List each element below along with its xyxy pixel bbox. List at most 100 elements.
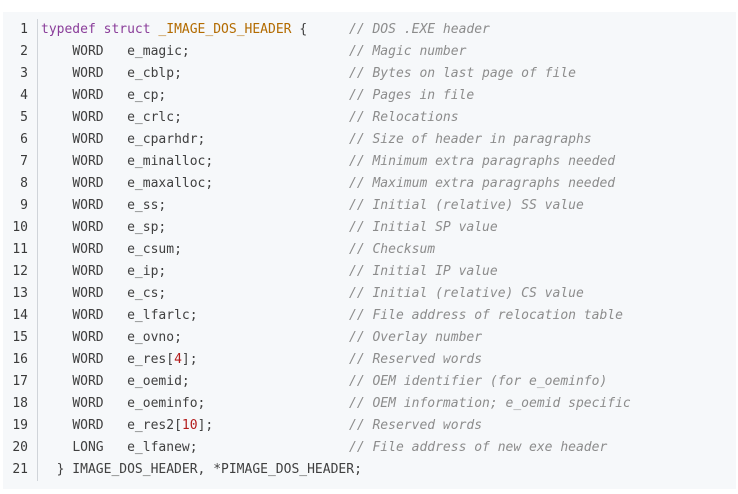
code-line: WORD e_minalloc;// Minimum extra paragra… — [41, 151, 736, 173]
field-type: WORD — [72, 418, 104, 433]
line-number: 10 — [12, 220, 28, 235]
line-number: 14 — [12, 308, 28, 323]
code-comment: // Minimum extra paragraphs needed — [349, 154, 616, 169]
field-type: WORD — [72, 220, 104, 235]
field-type: WORD — [72, 242, 104, 257]
code-comment: // Checksum — [349, 242, 436, 257]
indent — [41, 88, 72, 103]
line-number: 16 — [12, 352, 28, 367]
indent — [41, 352, 72, 367]
indent — [41, 418, 72, 433]
field-name: e_crlc; — [127, 110, 182, 125]
line-number: 20 — [12, 440, 28, 455]
indent — [41, 440, 72, 455]
indent — [41, 286, 72, 301]
struct-close: } IMAGE_DOS_HEADER, *PIMAGE_DOS_HEADER; — [56, 462, 362, 477]
field-type: WORD — [72, 352, 104, 367]
line-number: 4 — [20, 88, 28, 103]
field-name: e_res — [127, 352, 167, 367]
array-suffix: ]; — [197, 418, 214, 433]
field-name: e_minalloc; — [127, 154, 214, 169]
field-name: e_ovno; — [127, 330, 182, 345]
indent — [41, 154, 72, 169]
code-line: WORD e_maxalloc;// Maximum extra paragra… — [41, 173, 736, 195]
code-comment: // Relocations — [349, 110, 459, 125]
code-comment: // Initial IP value — [349, 264, 498, 279]
code-line: WORD e_cblp; // Bytes on last page of fil… — [41, 63, 736, 85]
code-line: WORD e_magic; // Magic number — [41, 41, 736, 63]
code-comment: // Maximum extra paragraphs needed — [349, 176, 616, 191]
code-comment: // Overlay number — [349, 330, 483, 345]
line-number: 15 — [12, 330, 28, 345]
field-type: LONG — [72, 440, 104, 455]
code-comment: // Initial (relative) CS value — [349, 286, 584, 301]
code-line-header: typedef struct _IMAGE_DOS_HEADER {// DOS… — [41, 19, 736, 41]
code-comment: // File address of relocation table — [349, 308, 623, 323]
code-comment: // Reserved words — [349, 352, 483, 367]
field-name: e_ss; — [127, 198, 167, 213]
array-size: 10 — [181, 418, 198, 433]
code-comment: // OEM information; e_oemid specific — [349, 396, 631, 411]
line-number: 12 — [12, 264, 28, 279]
field-type: WORD — [72, 198, 104, 213]
field-type: WORD — [72, 44, 104, 59]
field-name: e_oemid; — [127, 374, 190, 389]
code-line: WORD e_ip;// Initial IP value — [41, 261, 736, 283]
line-number: 1 — [20, 22, 28, 37]
field-name: e_sp; — [127, 220, 167, 235]
field-type: WORD — [72, 88, 104, 103]
field-type: WORD — [72, 330, 104, 345]
code-line: WORD e_csum; // Checksum — [41, 239, 736, 261]
field-type: WORD — [72, 286, 104, 301]
indent — [41, 44, 72, 59]
indent — [41, 132, 72, 147]
field-name: e_res2 — [127, 418, 175, 433]
field-type: WORD — [72, 176, 104, 191]
field-name: e_cp; — [127, 88, 167, 103]
line-number: 5 — [20, 110, 28, 125]
field-name: e_cblp; — [127, 66, 182, 81]
field-name: e_magic; — [127, 44, 190, 59]
line-number: 11 — [12, 242, 28, 257]
struct-name: _IMAGE_DOS_HEADER — [158, 22, 292, 37]
field-type: WORD — [72, 132, 104, 147]
indent — [41, 176, 72, 191]
field-name: e_csum; — [127, 242, 182, 257]
field-name: e_oeminfo; — [127, 396, 206, 411]
keyword-typedef: typedef — [41, 22, 96, 37]
code-line: LONG e_lfanew;// File address of new exe… — [41, 437, 736, 459]
field-type: WORD — [72, 374, 104, 389]
code-comment: // Pages in file — [349, 88, 475, 103]
field-name: e_ip; — [127, 264, 167, 279]
indent — [41, 220, 72, 235]
code-line: WORD e_res2[10];// Reserved words — [41, 415, 736, 437]
indent — [41, 396, 72, 411]
line-number: 17 — [12, 374, 28, 389]
keyword-struct: struct — [103, 22, 151, 37]
code-line: WORD e_lfarlc;// File address of relocat… — [41, 305, 736, 327]
code-comment: // Initial (relative) SS value — [349, 198, 584, 213]
code-comment: // Magic number — [349, 44, 467, 59]
code-comment: // Bytes on last page of file — [349, 66, 576, 81]
line-number: 19 — [12, 418, 28, 433]
indent — [41, 308, 72, 323]
code-comment: // OEM identifier (for e_oeminfo) — [349, 374, 608, 389]
indent — [41, 66, 72, 81]
line-number: 6 — [20, 132, 28, 147]
field-type: WORD — [72, 66, 104, 81]
code-comment: // Reserved words — [349, 418, 483, 433]
indent — [41, 198, 72, 213]
array-size: 4 — [174, 352, 182, 367]
indent — [41, 330, 72, 345]
line-number: 7 — [20, 154, 28, 169]
indent — [41, 264, 72, 279]
code-line: WORD e_ss; // Initial (relative) SS value — [41, 195, 736, 217]
field-name: e_lfarlc; — [127, 308, 198, 323]
code-line: WORD e_cparhdr;// Size of header in para… — [41, 129, 736, 151]
array-suffix: ]; — [181, 352, 198, 367]
code-comment: // File address of new exe header — [349, 440, 608, 455]
line-number: 9 — [20, 198, 28, 213]
code-line: WORD e_oemid; // OEM identifier (for e_oe… — [41, 371, 736, 393]
field-name: e_cs; — [127, 286, 167, 301]
